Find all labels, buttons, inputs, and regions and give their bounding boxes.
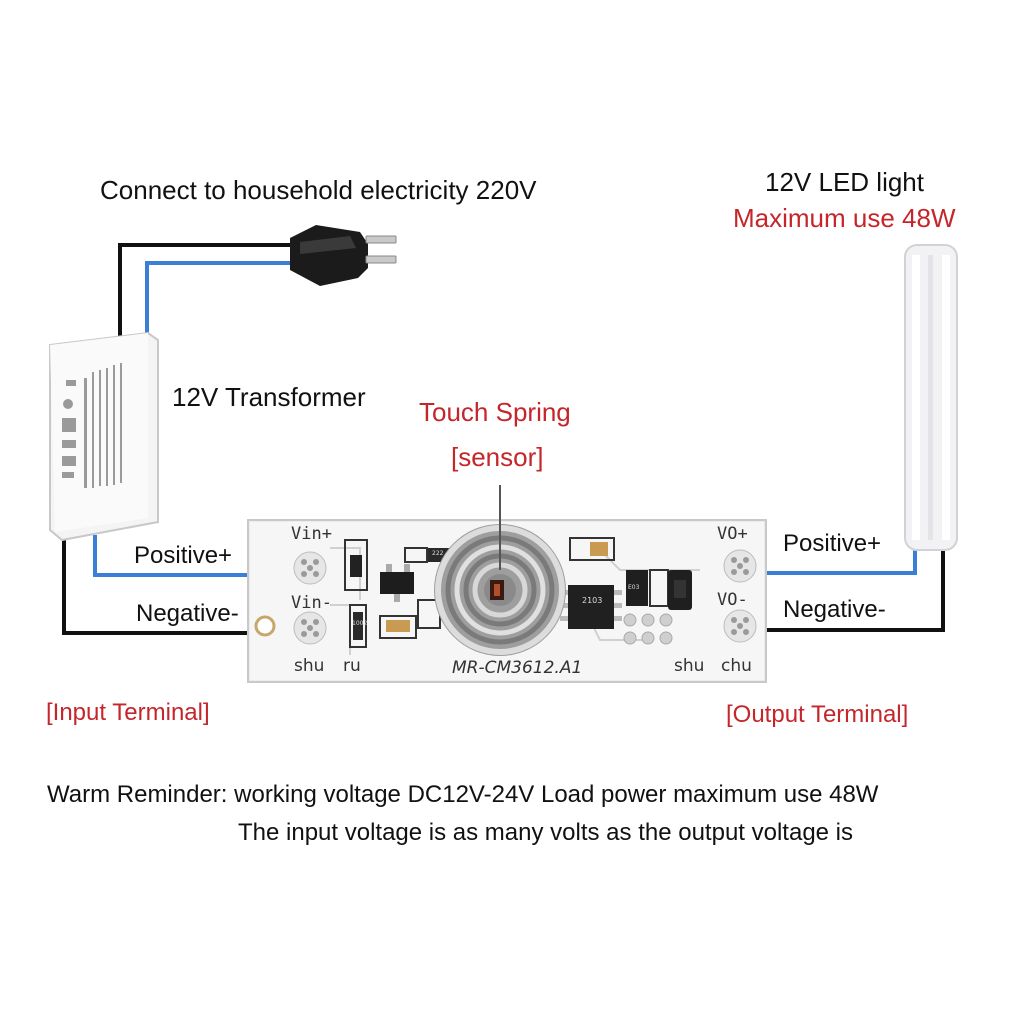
black-wire-negative-in — [62, 535, 300, 635]
pcb-vo-minus: VO- — [717, 590, 748, 610]
pad-vo-plus — [723, 549, 757, 583]
sensor-label: [sensor] — [451, 442, 544, 472]
reminder-line-1: Warm Reminder: working voltage DC12V-24V… — [47, 781, 879, 808]
terminal-pads — [293, 549, 757, 645]
pcb-vo-plus: VO+ — [717, 524, 748, 544]
pcb-vin-plus: Vin+ — [291, 524, 332, 544]
pcb-components — [344, 537, 692, 648]
power-plug — [290, 225, 397, 286]
wires — [62, 243, 945, 635]
reminder-line-2: The input voltage is as many volts as th… — [238, 819, 854, 846]
pad-vin-plus — [293, 551, 327, 585]
pcb-chip-code: 2103 — [582, 596, 603, 605]
pcb-chu: chu — [721, 656, 752, 676]
input-terminal-label: [Input Terminal] — [46, 699, 210, 726]
pad-vin-minus — [293, 611, 327, 645]
pcb-shu-right: shu — [674, 656, 705, 676]
pcb-res-1002: 1002 — [352, 620, 368, 627]
pcb-res-e03: E03 — [628, 584, 640, 591]
transformer-label: 12V Transformer — [172, 382, 366, 412]
household-label: Connect to household electricity 220V — [100, 175, 537, 205]
positive-out-label: Positive+ — [783, 530, 882, 557]
pad-vo-minus — [723, 609, 757, 643]
pcb-vin-minus: Vin- — [291, 593, 332, 613]
negative-in-label: Negative- — [136, 600, 239, 627]
output-terminal-label: [Output Terminal] — [726, 701, 909, 728]
negative-out-label: Negative- — [783, 596, 886, 623]
touch-spring-label: Touch Spring — [419, 397, 571, 427]
led-tube — [904, 244, 958, 551]
led-max-label: Maximum use 48W — [733, 203, 956, 233]
led-title-label: 12V LED light — [765, 167, 924, 197]
black-wire-negative-out — [745, 548, 945, 632]
pcb-ru: ru — [343, 656, 361, 676]
pcb-shu-left: shu — [294, 656, 325, 676]
transformer-box — [49, 331, 159, 542]
pcb-model: MR-CM3612.A1 — [452, 658, 583, 678]
blue-wire-positive-out — [745, 548, 917, 575]
pcb-res-222: 222 — [432, 550, 444, 557]
black-wire-plug-to-transformer — [118, 243, 290, 338]
positive-in-label: Positive+ — [134, 542, 233, 569]
blue-wire-plug-to-transformer — [145, 261, 290, 338]
blue-wire-positive-in — [93, 535, 300, 577]
